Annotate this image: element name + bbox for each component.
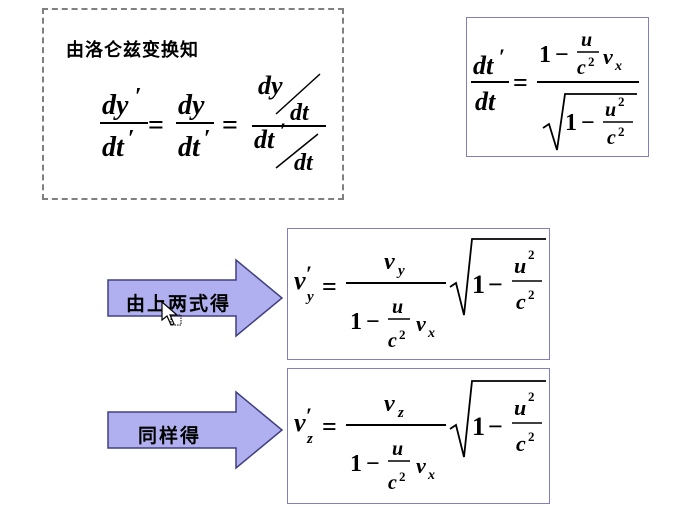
svg-text:dt: dt (254, 125, 275, 154)
svg-text:u: u (514, 395, 526, 420)
svg-text:1: 1 (350, 451, 362, 477)
arrow-label-similarly: 同样得 (138, 425, 202, 447)
vz-prime-formula-box: v ′ z = v z 1 − u c 2 v x 1 − u 2 c 2 (287, 368, 550, 504)
svg-text:dt: dt (290, 100, 310, 126)
svg-text:=: = (322, 412, 337, 441)
svg-text:1: 1 (472, 270, 485, 299)
svg-text:−: − (488, 270, 503, 299)
svg-text:2: 2 (528, 287, 535, 302)
svg-text:′: ′ (306, 403, 312, 428)
svg-text:−: − (581, 110, 595, 136)
intro-derivation-box: 由洛仑兹变换知 dy ′ dt ′ = dy dt ′ = dy dt dt ′… (42, 8, 344, 200)
svg-text:x: x (614, 59, 622, 74)
svg-text:v: v (384, 391, 395, 417)
svg-text:y: y (305, 289, 314, 305)
svg-text:−: − (366, 309, 380, 335)
arrow-label-from-above: 由上两式得 (126, 293, 232, 315)
svg-text:1: 1 (565, 110, 577, 136)
arrow-shape-2 (107, 390, 284, 470)
svg-text:−: − (366, 451, 380, 477)
svg-text:c: c (577, 57, 586, 79)
svg-text:v: v (603, 44, 613, 69)
svg-text:′: ′ (306, 261, 312, 286)
svg-text:=: = (513, 68, 528, 97)
svg-text:2: 2 (528, 429, 535, 444)
svg-text:y: y (396, 263, 405, 279)
svg-text:dy: dy (258, 71, 283, 100)
svg-text:2: 2 (528, 247, 535, 262)
dt-prime-formula-box: dt ′ dt = 1 − u c 2 v x 1 − u 2 c 2 (466, 17, 649, 157)
svg-text:z: z (306, 431, 313, 447)
svg-text:u: u (605, 99, 616, 121)
svg-text:′: ′ (499, 44, 505, 69)
svg-text:v: v (384, 249, 395, 275)
svg-text:=: = (322, 272, 337, 301)
svg-text:′: ′ (135, 84, 142, 110)
svg-text:′: ′ (204, 126, 211, 152)
svg-text:c: c (388, 330, 397, 352)
svg-text:1: 1 (539, 42, 551, 68)
svg-text:u: u (392, 296, 403, 318)
svg-text:dt: dt (475, 87, 496, 116)
svg-text:z: z (397, 405, 404, 421)
svg-text:v: v (416, 311, 426, 336)
arrow-shape-1 (107, 258, 284, 338)
svg-text:′: ′ (128, 126, 135, 152)
svg-text:dt: dt (294, 150, 314, 176)
svg-text:c: c (607, 127, 616, 149)
svg-text:v: v (294, 266, 306, 295)
svg-text:x: x (427, 326, 435, 341)
svg-text:2: 2 (588, 54, 595, 69)
svg-text:−: − (555, 42, 569, 68)
svg-text:2: 2 (399, 469, 406, 484)
svg-text:2: 2 (618, 94, 625, 109)
svg-text:c: c (388, 472, 397, 494)
svg-text:dt: dt (102, 132, 125, 163)
svg-text:1: 1 (350, 309, 362, 335)
mouse-pointer-icon (161, 300, 182, 326)
svg-text:u: u (514, 253, 526, 278)
vy-prime-formula: v ′ y = v y 1 − u c 2 v x 1 − u 2 c 2 (294, 238, 546, 352)
svg-text:=: = (222, 110, 238, 141)
svg-text:c: c (516, 289, 526, 314)
dt-prime-formula: dt ′ dt = 1 − u c 2 v x 1 − u 2 c 2 (471, 29, 639, 151)
svg-text:dt: dt (473, 51, 494, 80)
svg-text:2: 2 (618, 124, 625, 139)
svg-text:2: 2 (528, 389, 535, 404)
svg-text:v: v (294, 408, 306, 437)
svg-text:1: 1 (472, 412, 485, 441)
derivation-formula: dy ′ dt ′ = dy dt ′ = dy dt dt ′ dt (100, 71, 326, 176)
svg-text:′: ′ (280, 118, 286, 143)
svg-text:dy: dy (102, 90, 129, 121)
svg-text:x: x (427, 468, 435, 483)
svg-text:v: v (416, 453, 426, 478)
svg-text:u: u (392, 438, 403, 460)
svg-text:dy: dy (178, 90, 205, 121)
svg-text:=: = (148, 110, 164, 141)
svg-text:dt: dt (178, 132, 201, 163)
intro-text: 由洛仑兹变换知 (66, 40, 199, 61)
svg-text:−: − (488, 412, 503, 441)
svg-text:2: 2 (399, 327, 406, 342)
vy-prime-formula-box: v ′ y = v y 1 − u c 2 v x 1 − u 2 c 2 (287, 228, 550, 360)
vz-prime-formula: v ′ z = v z 1 − u c 2 v x 1 − u 2 c 2 (294, 380, 546, 494)
svg-text:c: c (516, 431, 526, 456)
svg-text:u: u (581, 29, 592, 51)
